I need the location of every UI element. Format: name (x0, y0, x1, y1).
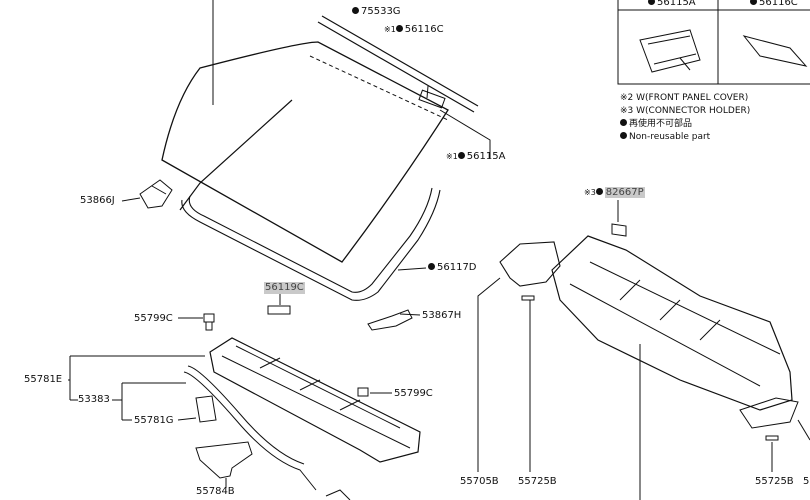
legend-part-56116c (742, 35, 808, 67)
legend-header-56116c: 56116C (750, 0, 798, 9)
cowl-panel-ribs (221, 345, 411, 449)
leader-line (397, 267, 427, 271)
legend-part-56115a (639, 29, 701, 73)
spacer-55725b-a (521, 295, 535, 301)
leader-line (439, 109, 491, 158)
non-reusable-dot-icon (750, 0, 757, 5)
part-55784b (195, 441, 253, 479)
legend-note-jp: 再使用不可部品 (620, 118, 692, 130)
legend-note-en: Non-reusable part (620, 131, 710, 143)
part-label-56119c: 56119C (264, 282, 305, 294)
leader-line (177, 417, 197, 421)
dash-panel-ribs (569, 261, 781, 387)
clip-56116c-shape (418, 89, 446, 109)
dash-panel-55705b (551, 235, 793, 411)
partial-part (325, 489, 351, 500)
legend-note-2: ※2 W(FRONT PANEL COVER) (620, 93, 749, 103)
part-label-75533g: 75533G (352, 6, 401, 18)
part-label-55725b-b: 55725B (755, 476, 794, 487)
part-label-53866j: 53866J (80, 195, 115, 206)
leader-line (426, 85, 429, 99)
cowl-panel-55781e (209, 337, 421, 463)
leader-line (399, 313, 421, 316)
glass-hidden-edge (309, 55, 449, 121)
part-label-55725b-a: 55725B (518, 476, 557, 487)
upper-moulding (317, 15, 479, 113)
non-reusable-dot-icon (395, 25, 403, 32)
part-label-56117d: 56117D (428, 262, 477, 274)
non-reusable-dot-icon (648, 0, 655, 5)
non-reusable-dot-icon (620, 119, 627, 126)
side-bracket-left (499, 241, 561, 287)
legend-note-3: ※3 W(CONNECTOR HOLDER) (620, 106, 751, 116)
leader-line (477, 277, 501, 472)
non-reusable-dot-icon (457, 152, 465, 159)
legend-box (617, 0, 810, 85)
part-label-53867h: 53867H (422, 310, 462, 321)
outer-moulding (181, 187, 441, 301)
part-label-55705b: 55705B (460, 476, 499, 487)
non-reusable-dot-icon (595, 188, 603, 195)
spacer-56119c (267, 305, 291, 315)
part-label-55781g: 55781G (134, 415, 174, 426)
bracket-53866j (139, 179, 173, 209)
part-label-partial: 5 (803, 476, 810, 487)
part-label-53383: 53383 (78, 394, 110, 405)
bracket-53867h (367, 309, 413, 331)
connector-holder-82667p (611, 223, 627, 237)
non-reusable-dot-icon (428, 263, 435, 270)
windshield-glass-outline (161, 41, 449, 263)
non-reusable-dot-icon (352, 7, 359, 14)
part-label-55799c-a: 55799C (134, 313, 173, 324)
clip-55799c-b (357, 387, 369, 397)
leader-line (121, 197, 141, 202)
inner-weatherstrip (179, 99, 293, 211)
non-reusable-dot-icon (620, 132, 627, 139)
part-label-55784b: 55784B (196, 486, 235, 497)
part-label-55799c-b: 55799C (394, 388, 433, 399)
legend-header-56115a: 56115A (648, 0, 696, 9)
part-label-55781e: 55781E (24, 374, 63, 385)
spacer-55725b-b (765, 435, 779, 441)
clip-55799c-a (203, 313, 215, 331)
cover-55781g (195, 395, 217, 423)
side-bracket-right (739, 397, 799, 429)
seal-53383 (183, 365, 317, 491)
leader-line (797, 419, 810, 441)
